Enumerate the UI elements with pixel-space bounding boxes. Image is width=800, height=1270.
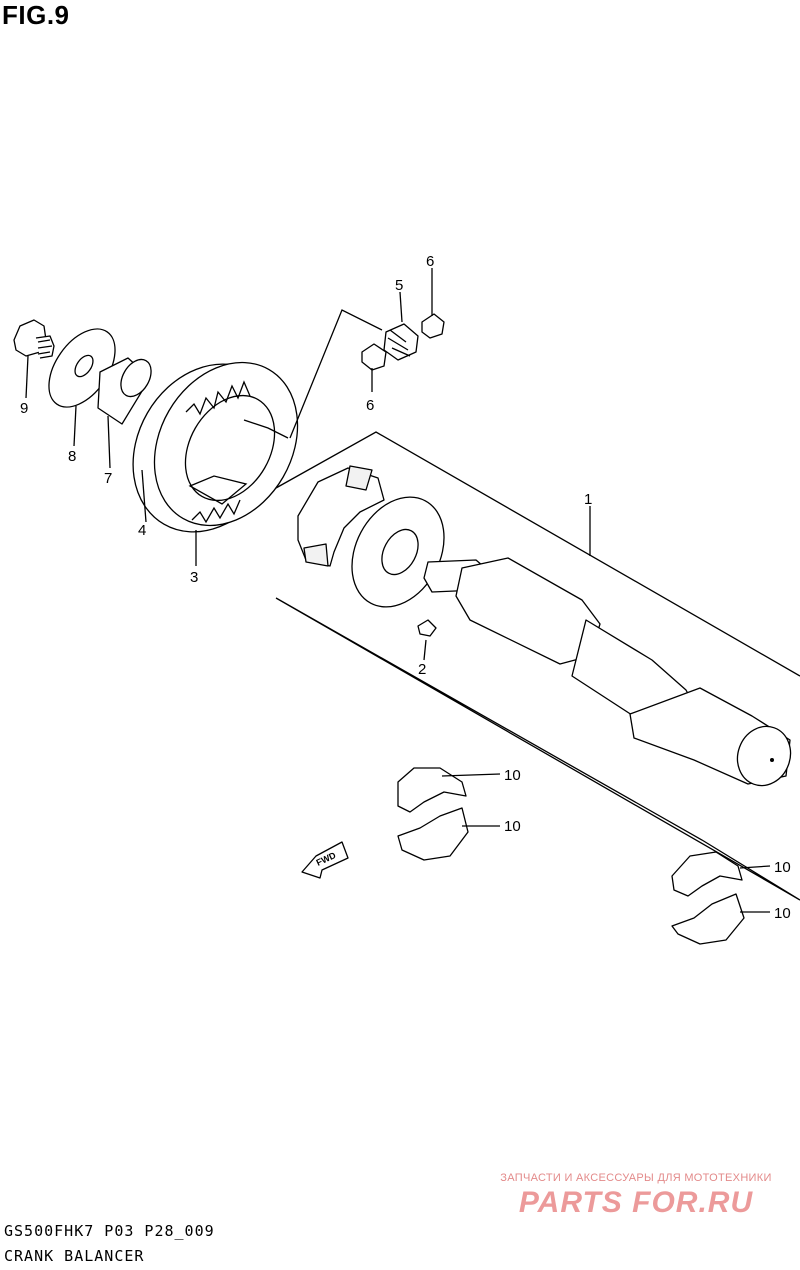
- spring-part: [383, 323, 419, 361]
- section-title: CRANK BALANCER: [4, 1247, 145, 1265]
- callout-3: 3: [190, 569, 198, 586]
- callout-9: 9: [20, 400, 28, 417]
- balancer-gear-part: [132, 361, 299, 533]
- callout-8: 8: [68, 448, 76, 465]
- bearing-shell-upper-left: [397, 767, 467, 813]
- model-code: GS500FHK7 P03 P28_009: [4, 1222, 215, 1240]
- forward-direction-arrow: FWD: [301, 841, 349, 879]
- site-watermark: ЗАПЧАСТИ И АКСЕССУАРЫ ДЛЯ МОТОТЕХНИКИ PA…: [486, 1172, 786, 1220]
- callout-6-upper: 6: [426, 253, 434, 270]
- watermark-logo: PARTS FOR.RU: [518, 1186, 754, 1219]
- damper-part: [297, 465, 385, 567]
- figure-title: FIG.9: [2, 0, 70, 30]
- callout-leaders: [25, 268, 771, 913]
- bolt-part: [13, 319, 55, 359]
- balancer-shaft-part: [423, 557, 792, 787]
- callout-10-d: 10: [774, 905, 791, 922]
- spacer-part: [97, 357, 152, 425]
- callout-10-a: 10: [504, 767, 521, 784]
- callout-7: 7: [104, 470, 112, 487]
- assembly-frame: [275, 431, 800, 901]
- key-part: [417, 619, 437, 637]
- callout-10-c: 10: [774, 859, 791, 876]
- callout-6-lower: 6: [366, 397, 374, 414]
- callout-5: 5: [395, 277, 403, 294]
- callout-1: 1: [584, 491, 592, 508]
- callout-2: 2: [418, 661, 426, 678]
- cap-part-upper: [421, 313, 445, 339]
- leader-line: [289, 309, 383, 439]
- bearing-shell-lower-right: [671, 893, 745, 945]
- callout-10-b: 10: [504, 818, 521, 835]
- bearing-shell-lower-left: [397, 807, 469, 861]
- bearing-shell-upper-right: [671, 851, 743, 897]
- watermark-tagline: ЗАПЧАСТИ И АКСЕССУАРЫ ДЛЯ МОТОТЕХНИКИ: [500, 1172, 772, 1184]
- shaft-washer-part: [351, 496, 445, 608]
- callout-4: 4: [138, 522, 146, 539]
- cap-part-lower: [361, 343, 387, 371]
